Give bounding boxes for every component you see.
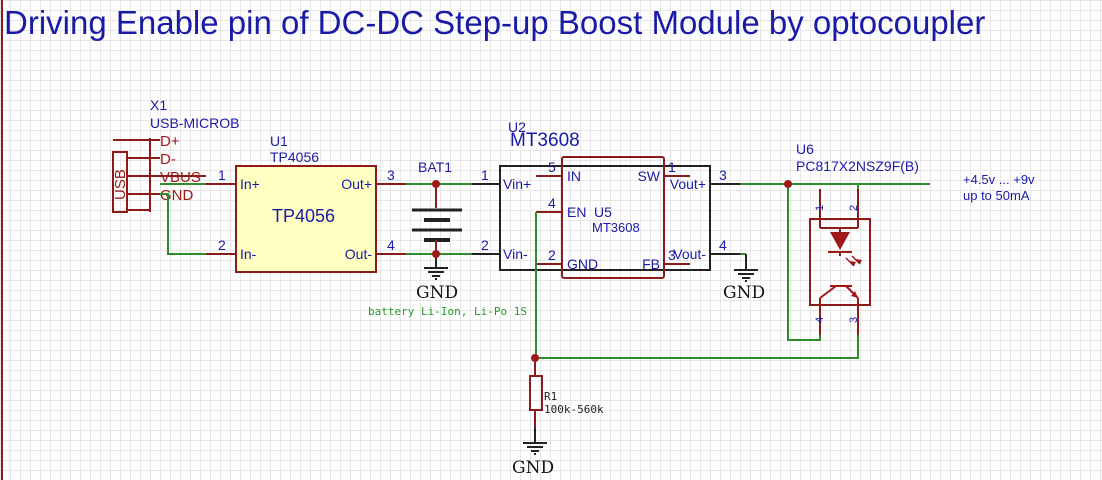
gnd-label-battery: GND xyxy=(416,283,458,303)
u6-num-3: 3 xyxy=(848,317,860,323)
u1-pin-out-minus: Out- xyxy=(345,246,373,262)
u5-body xyxy=(561,156,665,279)
usb-value: USB-MICROB xyxy=(150,115,239,131)
u5-num-4: 4 xyxy=(548,195,556,211)
bat1-ref: BAT1 xyxy=(418,159,452,175)
u2-ref: U2 xyxy=(508,119,526,135)
gnd-symbol-resistor: GND xyxy=(512,428,554,478)
u6-optocoupler[interactable]: U6 PC817X2NSZ9F(B) 1 2 4 3 xyxy=(796,141,919,335)
usb-pin-dplus: D+ xyxy=(160,133,180,150)
sheet-title: Driving Enable pin of DC-DC Step-up Boos… xyxy=(4,4,985,41)
u5-num-1: 1 xyxy=(668,159,676,175)
u2-mt3608-module[interactable]: U2 MT3608 Vin+ Vin- Vout+ Vout- 1 2 3 4 xyxy=(472,119,740,271)
u1-pin-out-plus: Out+ xyxy=(341,176,372,192)
u5-pin-in: IN xyxy=(567,168,581,184)
u2-pin-vout-plus: Vout+ xyxy=(670,176,706,192)
u5-value: MT3608 xyxy=(592,220,640,235)
u6-body xyxy=(809,218,871,306)
u6-num-2: 2 xyxy=(848,205,860,211)
u2-body xyxy=(499,165,711,271)
u6-value: PC817X2NSZ9F(B) xyxy=(796,158,919,174)
u5-pin-en: EN xyxy=(567,204,586,220)
junction-dot xyxy=(432,250,440,258)
u5-pin-gnd: GND xyxy=(567,256,598,272)
gnd-symbol-battery: GND xyxy=(416,254,458,303)
u2-pin-vout-minus: Vout- xyxy=(673,246,706,262)
gnd-label-output: GND xyxy=(723,283,765,303)
phototransistor-icon xyxy=(819,285,859,305)
u1-pin-in-minus: In- xyxy=(240,246,257,262)
u2-pin-vin-minus: Vin- xyxy=(503,246,528,262)
u1-num-3: 3 xyxy=(387,167,395,183)
gnd-label-resistor: GND xyxy=(512,458,554,478)
u2-num-4: 4 xyxy=(719,237,727,253)
usb-pin-dminus: D- xyxy=(160,151,176,168)
u5-ref: U5 xyxy=(594,204,612,220)
battery-note: battery Li-Ion, Li-Po 1S xyxy=(368,305,527,318)
u1-num-4: 4 xyxy=(387,237,395,253)
bat1-battery[interactable]: BAT1 battery Li-Ion, Li-Po 1S xyxy=(368,159,527,318)
output-note-line1: +4.5v ... +9v xyxy=(963,172,1035,187)
r1-body xyxy=(529,375,543,411)
u5-pin-sw: SW xyxy=(637,168,660,184)
u5-num-2: 2 xyxy=(548,247,556,263)
u1-num-2: 2 xyxy=(218,237,226,253)
usb-body xyxy=(112,151,128,213)
usb-connector-label: USB xyxy=(112,169,129,200)
r1-ref: R1 xyxy=(544,390,557,403)
usb-connector[interactable]: X1 USB-MICROB USB D+ D- VBUS GND xyxy=(112,97,239,213)
u2-num-3: 3 xyxy=(719,167,727,183)
junction-dot xyxy=(432,180,440,188)
output-note-line2: up to 50mA xyxy=(963,188,1030,203)
u1-num-1: 1 xyxy=(218,167,226,183)
usb-pin-gnd: GND xyxy=(160,187,194,204)
r1-value: 100k-560k xyxy=(544,403,604,416)
u5-num-3: 3 xyxy=(668,247,676,263)
u2-num-2: 2 xyxy=(481,237,489,253)
u1-ref: U1 xyxy=(270,133,288,149)
junctions xyxy=(432,180,792,362)
u6-num-4: 4 xyxy=(814,317,826,323)
u2-pin-vin-plus: Vin+ xyxy=(503,176,531,192)
u6-ref: U6 xyxy=(796,141,814,157)
u1-value: TP4056 xyxy=(270,149,319,165)
u5-mt3608-ic[interactable]: IN EN GND SW FB U5 MT3608 5 4 2 1 3 xyxy=(536,156,690,279)
usb-pin-vbus: VBUS xyxy=(160,169,201,186)
junction-dot xyxy=(531,354,539,362)
gnd-symbol-output: GND xyxy=(723,253,765,303)
led-icon xyxy=(819,219,862,267)
u5-pin-fb: FB xyxy=(642,256,660,272)
u1-tp4056[interactable]: U1 TP4056 TP4056 In+ In- Out+ Out- 1 2 3… xyxy=(206,133,406,273)
u2-value: MT3608 xyxy=(510,130,580,151)
u2-num-1: 1 xyxy=(481,167,489,183)
u5-num-5: 5 xyxy=(548,159,556,175)
r1-resistor[interactable]: R1 100k-560k xyxy=(529,358,604,428)
u1-pin-in-plus: In+ xyxy=(240,176,260,192)
u1-body xyxy=(235,165,377,273)
junction-dot xyxy=(784,180,792,188)
usb-ref: X1 xyxy=(150,97,167,113)
u1-body-label: TP4056 xyxy=(272,206,335,226)
u6-num-1: 1 xyxy=(814,205,826,211)
